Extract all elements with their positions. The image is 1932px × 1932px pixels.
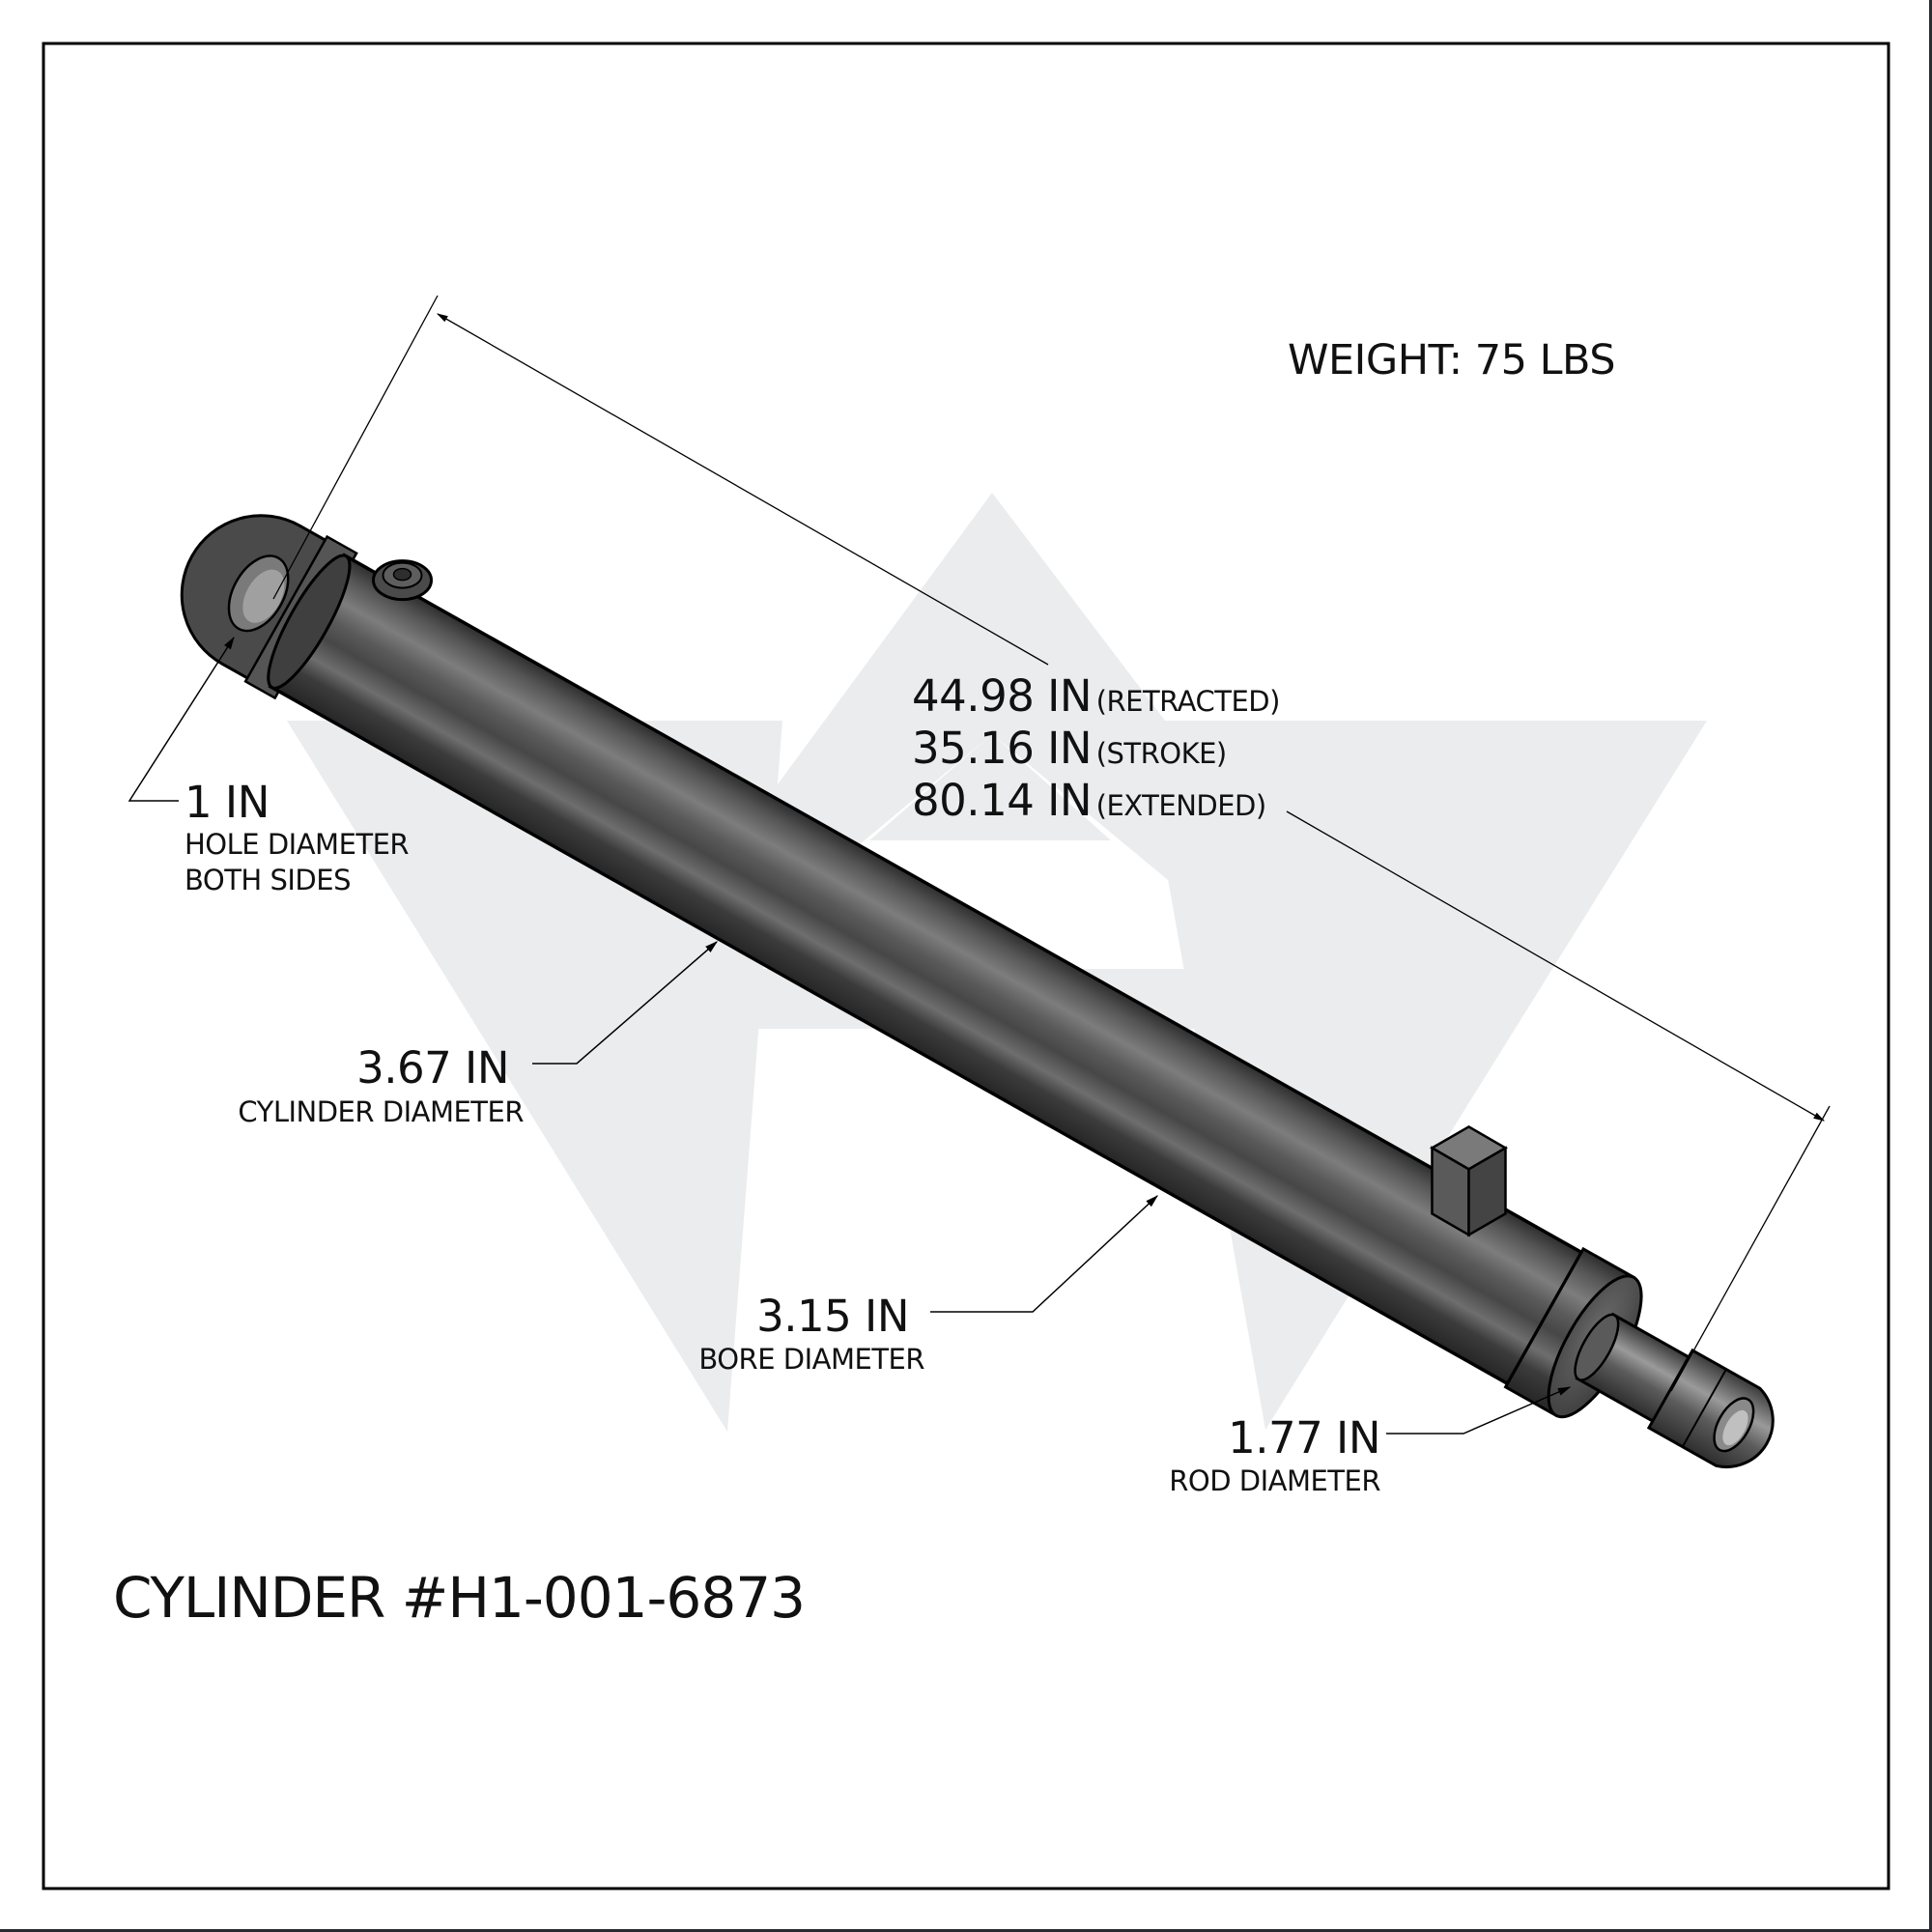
image-edge-bottom: [0, 1929, 1932, 1932]
weight-label: WEIGHT: 75 LBS: [1288, 336, 1616, 384]
stroke-length: 35.16 IN (STROKE): [912, 726, 1280, 779]
base-port-fitting: [371, 559, 433, 602]
image-edge-right: [1929, 0, 1932, 1932]
length-dimension-text: 44.98 IN (RETRACTED) 35.16 IN (STROKE) 8…: [912, 674, 1280, 831]
retracted-length: 44.98 IN (RETRACTED): [912, 674, 1280, 726]
cylinder-diameter-label: CYLINDER DIAMETER: [238, 1095, 524, 1128]
cylinder-diameter-value: 3.67 IN: [356, 1042, 509, 1094]
rod-diameter-label: ROD DIAMETER: [1169, 1464, 1380, 1497]
stroke-note: (STROKE): [1095, 737, 1228, 770]
leader-lines: [128, 636, 1572, 1435]
retracted-note: (RETRACTED): [1095, 685, 1281, 718]
rod-leader: [1386, 1386, 1572, 1435]
length-dimension: [272, 295, 1831, 1392]
bore-diameter-value: 3.15 IN: [756, 1291, 909, 1342]
drawing-border: [42, 42, 1890, 1890]
hydraulic-cylinder: [180, 514, 1775, 1469]
stroke-value: 35.16 IN: [912, 723, 1093, 774]
extended-length: 80.14 IN (EXTENDED): [912, 779, 1280, 831]
part-number-title: CYLINDER #H1-001-6873: [113, 1565, 806, 1631]
hole-diameter-label: HOLE DIAMETER: [185, 828, 410, 861]
extended-value: 80.14 IN: [912, 775, 1093, 826]
hole-diameter-value: 1 IN: [185, 777, 270, 828]
extended-note: (EXTENDED): [1095, 789, 1267, 822]
rod-end-eye: [1646, 1348, 1775, 1469]
rod-diameter-value: 1.77 IN: [1228, 1412, 1380, 1463]
cylinder-leader: [532, 941, 719, 1065]
retracted-value: 44.98 IN: [912, 670, 1093, 722]
hole-diameter-sublabel: BOTH SIDES: [185, 864, 351, 896]
rod-port-block: [1429, 1124, 1508, 1237]
bore-diameter-label: BORE DIAMETER: [698, 1343, 924, 1376]
bore-leader: [930, 1195, 1158, 1313]
hole-leader: [128, 636, 235, 802]
